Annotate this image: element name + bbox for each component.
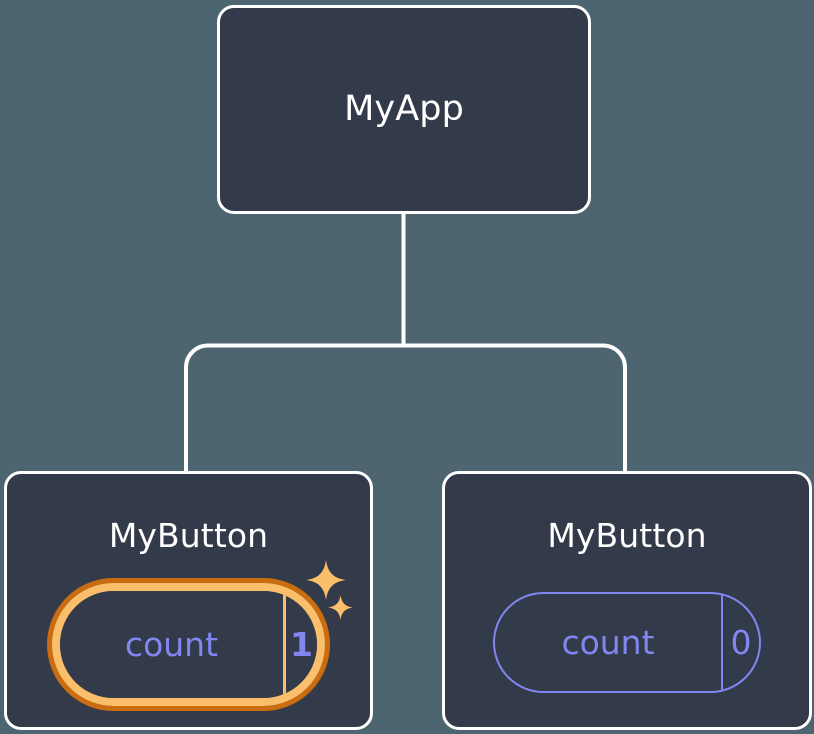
component-node-mybutton-left[interactable]: MyButton count 1 [4, 471, 373, 730]
state-pill-key: count [124, 625, 219, 664]
sparkle-icon [306, 560, 346, 600]
component-node-title: MyApp [344, 89, 464, 129]
connector-branch-right [403, 343, 627, 473]
component-node-mybutton-right[interactable]: MyButton count 0 [442, 471, 812, 730]
state-pill-divider [283, 591, 286, 698]
state-pill-highlight-ring-inner: count 1 [52, 583, 325, 706]
component-node-title: MyButton [108, 516, 269, 555]
connector-branch-left [184, 343, 404, 473]
sparkle-icon [328, 595, 353, 620]
state-pill-key: count [561, 623, 655, 662]
state-pill-highlight-ring-outer: count 1 [47, 578, 330, 711]
component-node-title: MyButton [547, 516, 707, 555]
state-pill-wrapper: count 0 [493, 592, 761, 693]
state-pill-value: 1 [290, 625, 313, 664]
component-node-myapp[interactable]: MyApp [217, 5, 591, 214]
state-pill-count-updated[interactable]: count 1 [60, 591, 317, 698]
state-pill-value: 0 [730, 623, 752, 662]
state-pill-wrapper: count 1 [47, 560, 353, 711]
state-pill-count[interactable]: count 0 [493, 592, 761, 693]
state-pill-divider [721, 594, 723, 691]
